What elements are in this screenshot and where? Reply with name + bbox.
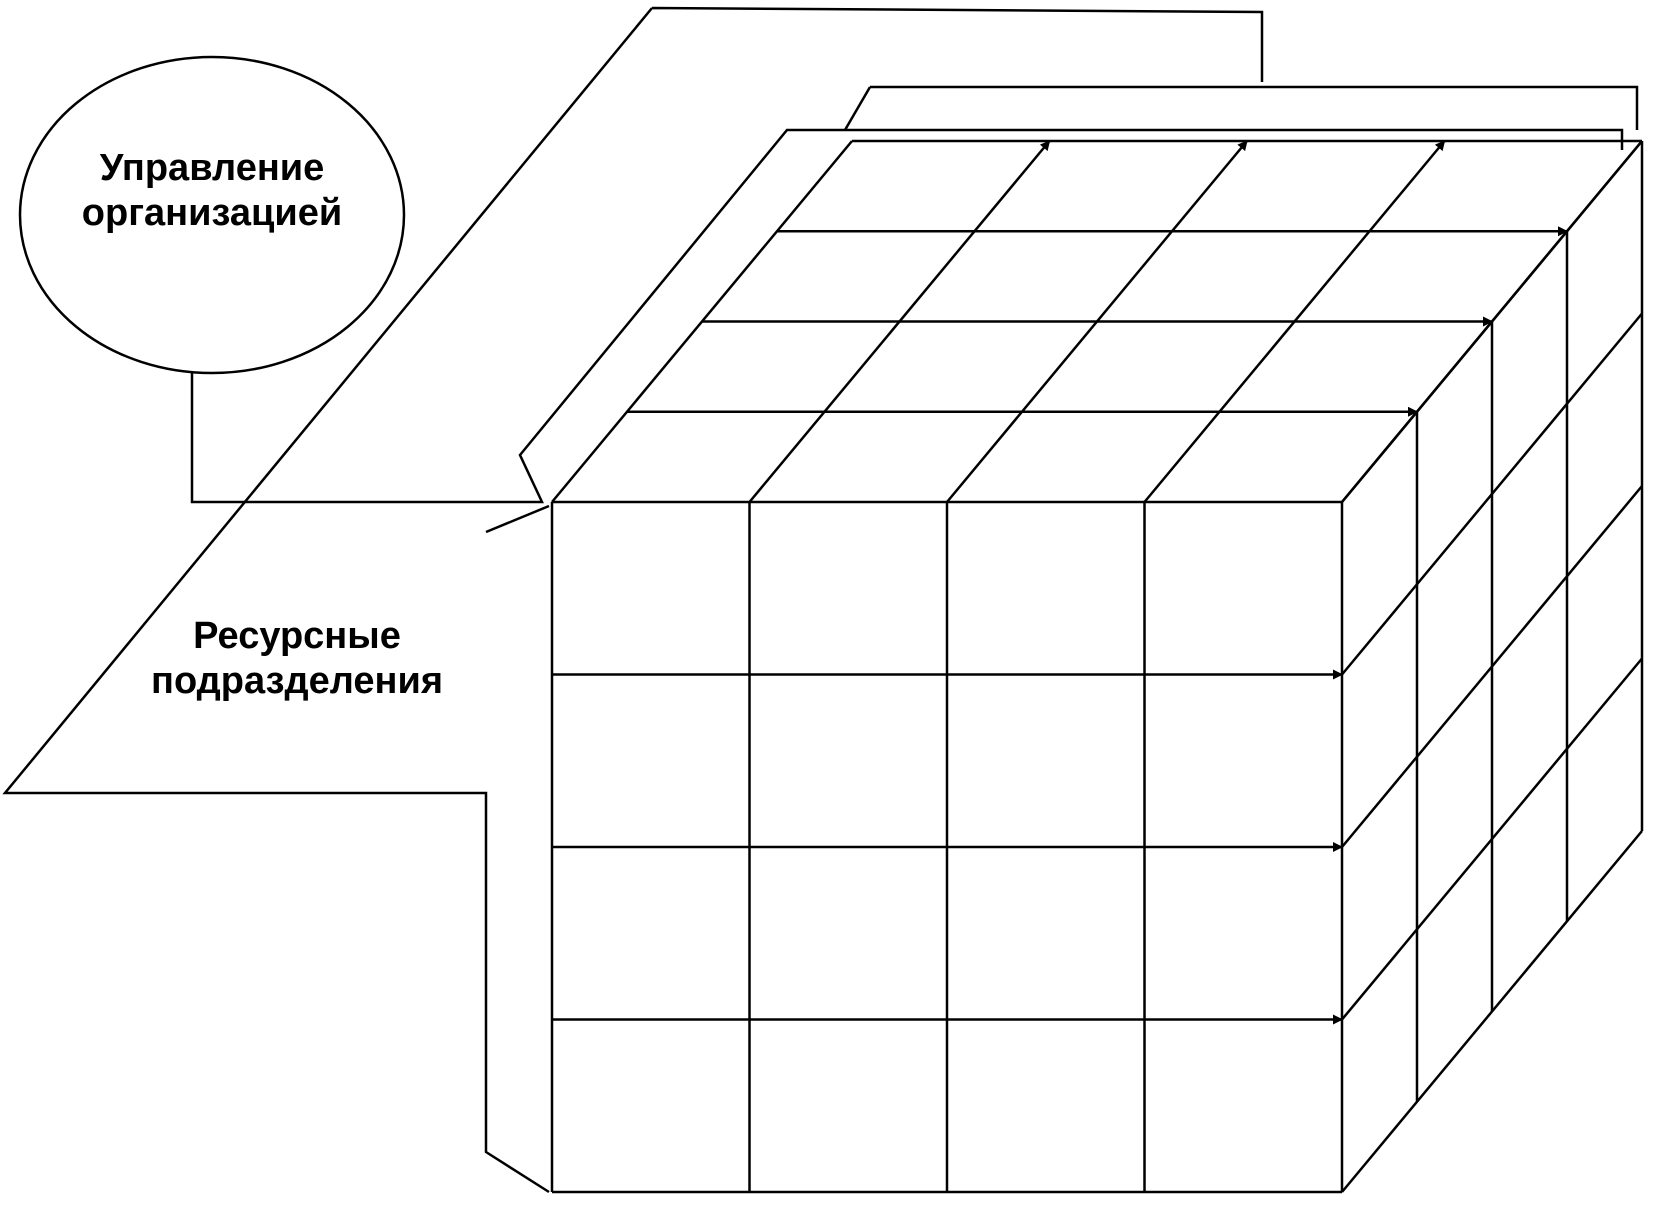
management-connector xyxy=(190,128,1624,504)
management-label-line2: организацией xyxy=(82,192,342,234)
management-circle xyxy=(18,55,406,375)
resources-label-line2: подразделения xyxy=(151,660,443,702)
left-brace xyxy=(485,504,550,534)
resource-bracket xyxy=(843,85,1639,131)
management-label-line1: Управление xyxy=(100,147,325,189)
resources-label-line1: Ресурсные xyxy=(193,615,401,657)
management-plane xyxy=(2,6,1264,1194)
cube-grid xyxy=(550,139,1644,1194)
